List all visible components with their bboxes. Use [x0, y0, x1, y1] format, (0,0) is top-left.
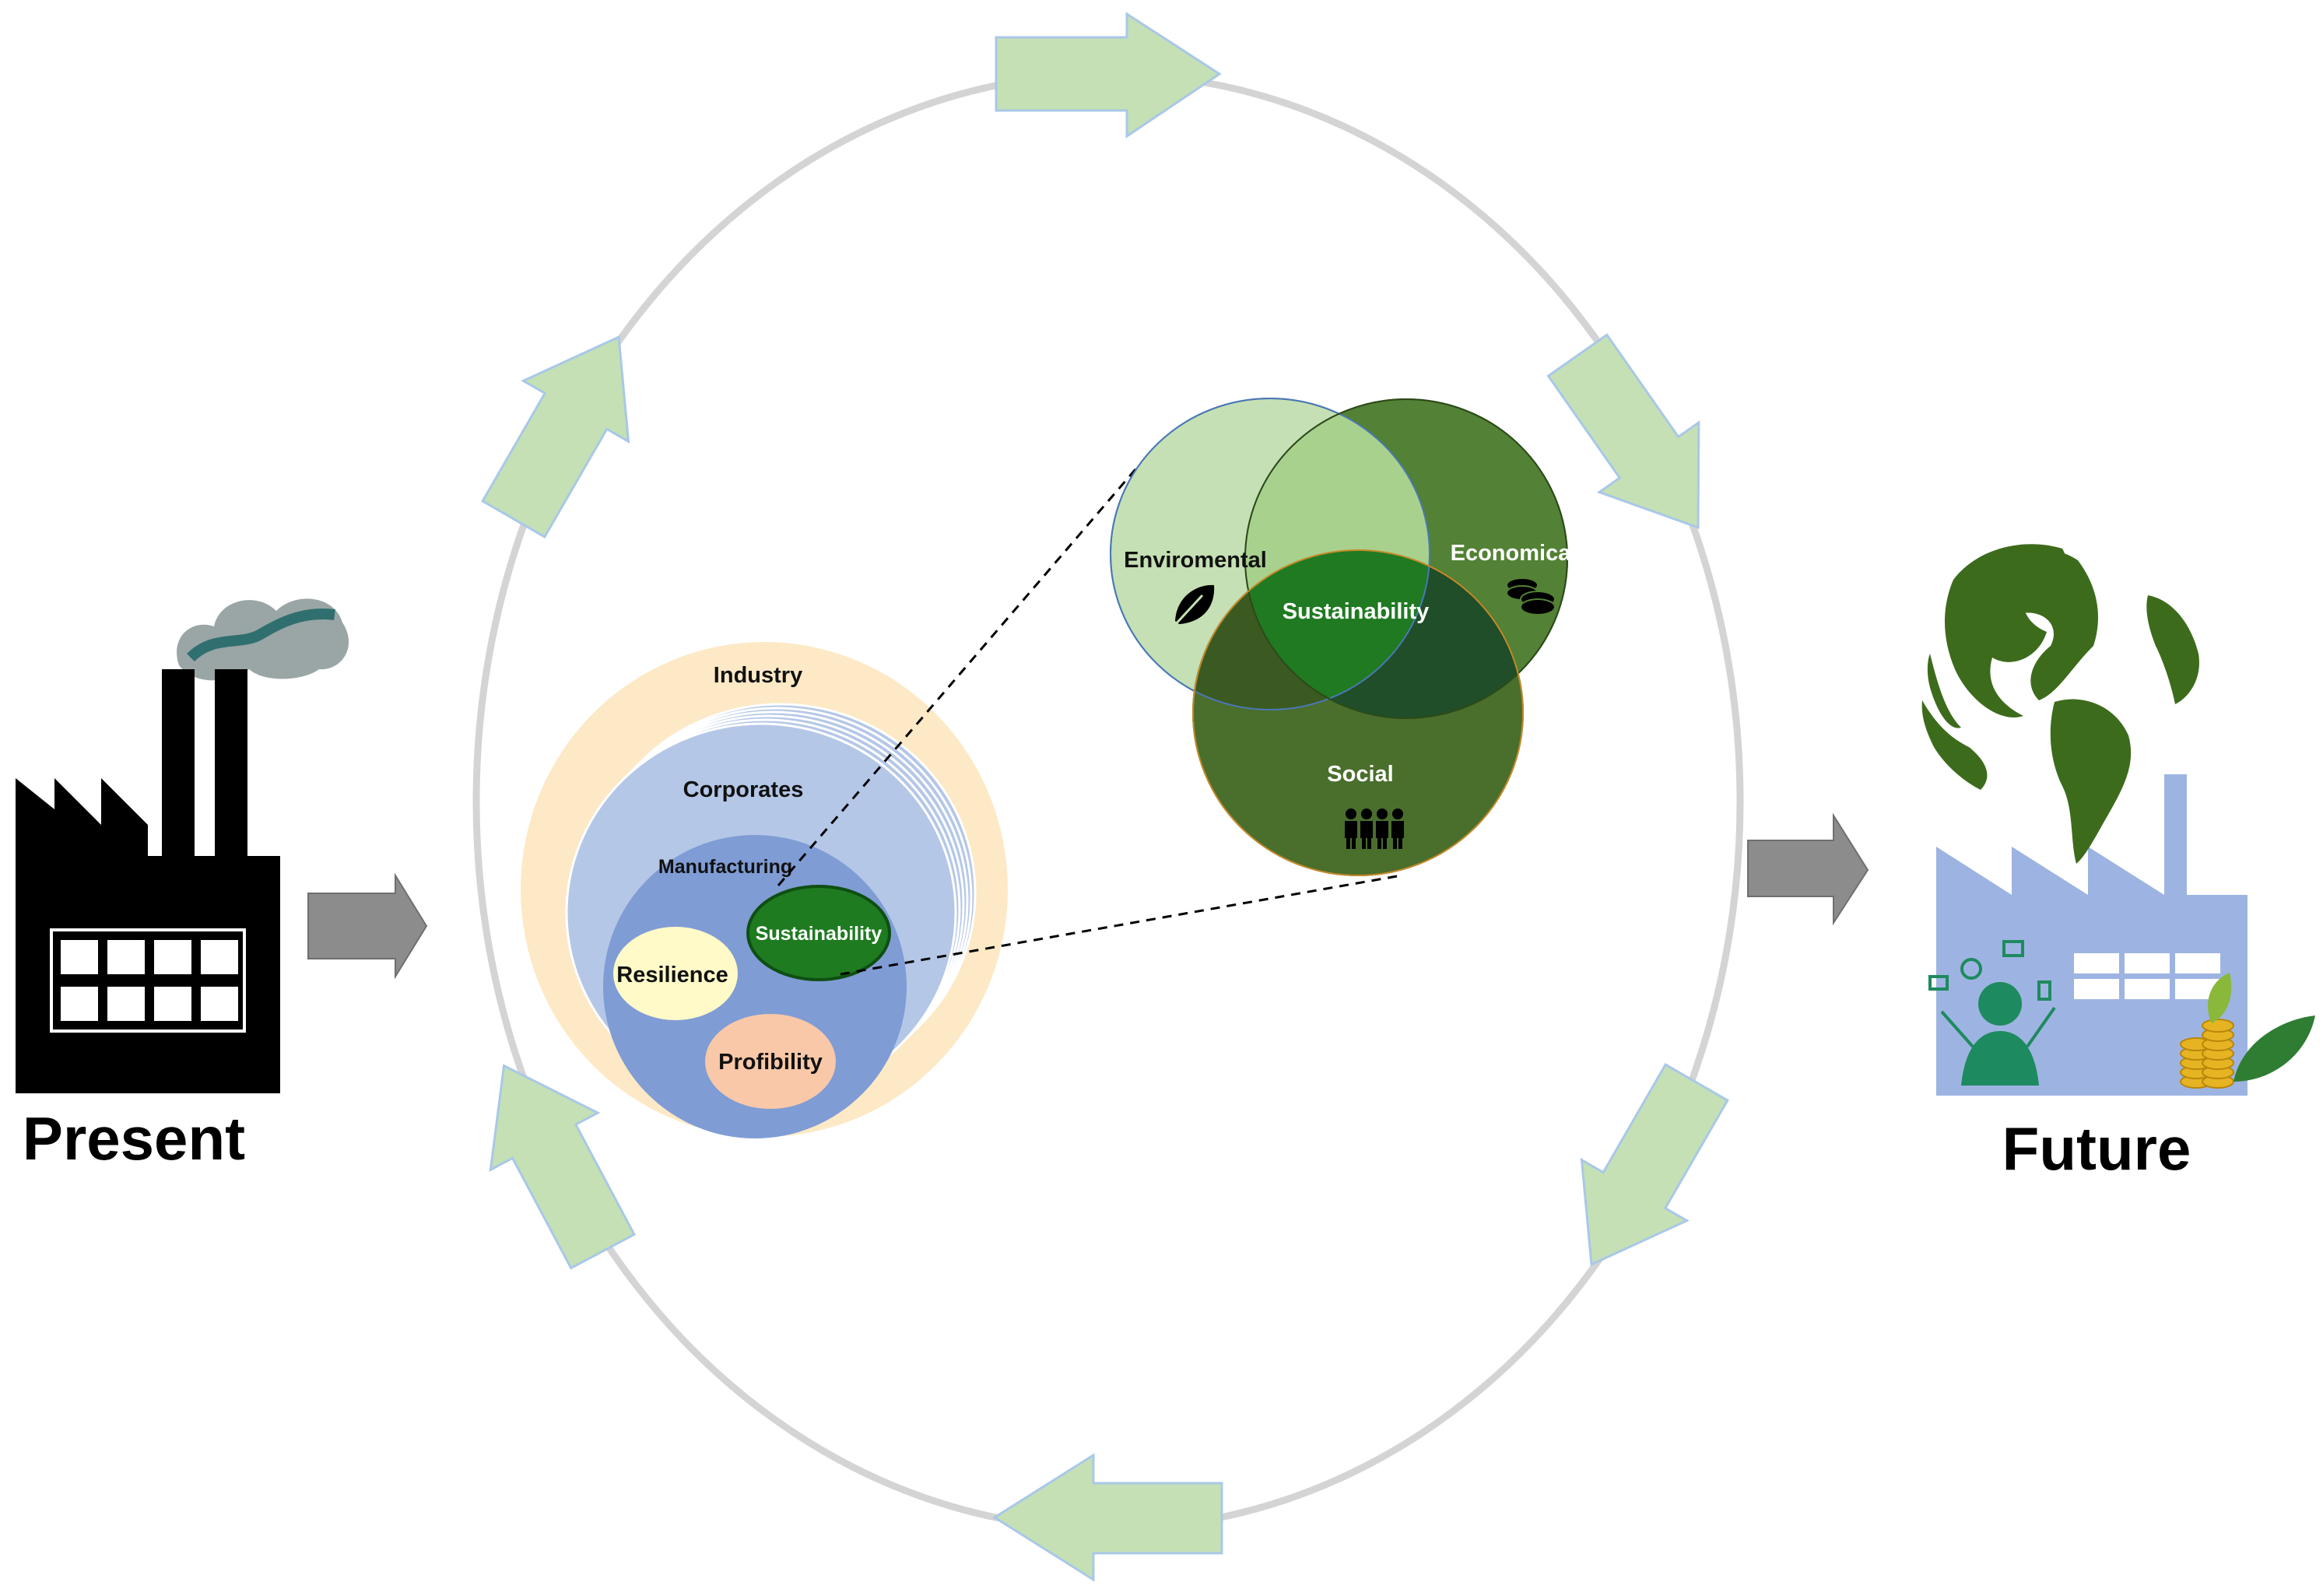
nested-circles [521, 642, 1008, 1138]
venn-environmental-label: Enviromental [1124, 548, 1267, 573]
leaf-icon [1172, 584, 1215, 628]
future-globe-factory-icon [1921, 544, 2315, 1096]
profibility-label: Profibility [718, 1050, 823, 1075]
cycle-arrow-upper-right [1546, 333, 1700, 529]
venn-center [1245, 550, 1430, 710]
venn-economical-label: Economical [1451, 541, 1577, 566]
transition-arrow-in [307, 872, 428, 980]
venn-center-label: Sustainability [1283, 599, 1430, 624]
manufacturing-label: Manufacturing [658, 856, 792, 878]
coins-icon [1506, 577, 1556, 616]
venn-social-label: Social [1327, 762, 1393, 787]
cycle-arrow-upper-left [481, 335, 630, 538]
cycle-arrows [481, 12, 1729, 1582]
cycle-arrow-lower-right [1580, 1063, 1729, 1267]
resilience-circle [613, 927, 738, 1020]
cycle-arrow-lower-left [489, 1064, 636, 1270]
industry-label: Industry [714, 663, 802, 688]
present-label: Present [23, 1104, 245, 1173]
resilience-label: Resilience [616, 963, 728, 987]
future-label: Future [2002, 1114, 2191, 1183]
zoom-line-upper [777, 468, 1138, 886]
zoom-line-lower [840, 875, 1398, 976]
cycle-arrow-top [995, 12, 1222, 139]
sustainability-small-label: Sustainability [756, 923, 883, 945]
present-factory-icon [16, 598, 349, 1093]
corporates-label: Corporates [683, 777, 804, 802]
transition-arrow-out [1747, 812, 1869, 926]
venn-diagram [1110, 398, 1568, 876]
sustainability-circle-small [746, 885, 891, 981]
people-icon [1345, 809, 1404, 849]
cycle-arrow-bottom [992, 1453, 1223, 1582]
profibility-circle [705, 1014, 836, 1109]
